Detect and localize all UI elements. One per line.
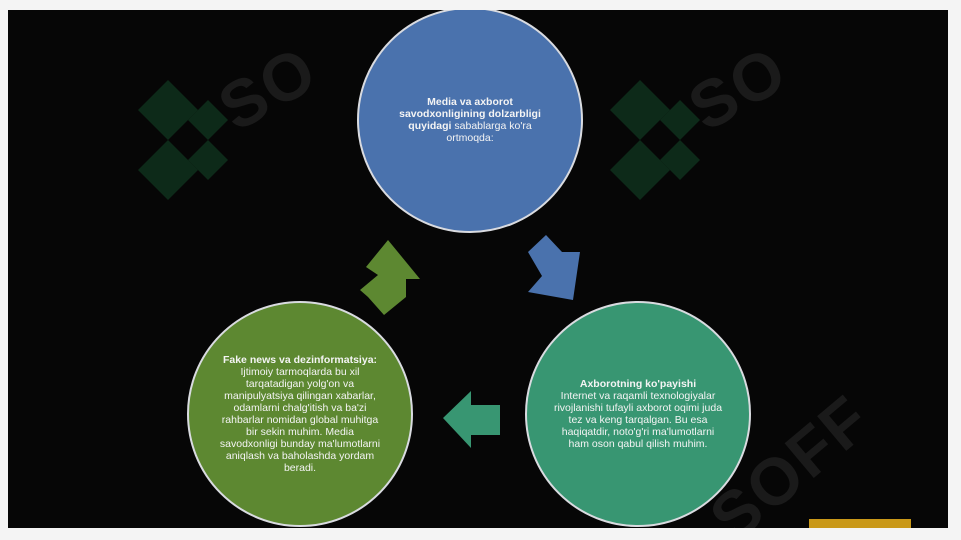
node-right-bold: Axborotning ko'payishi (579, 378, 697, 390)
watermark-logo-icon (138, 80, 228, 200)
node-top: Media va axborot savodxonligining dolzar… (357, 10, 583, 233)
node-top-bold: Media va axborot savodxonligining dolzar… (399, 96, 541, 132)
node-right: Axborotning ko'payishi Internet va raqam… (525, 301, 751, 527)
arrow-to-left-icon (443, 391, 500, 448)
bottom-strip (0, 528, 961, 540)
node-left: Fake news va dezinformatsiya: Ijtimoiy t… (187, 301, 413, 527)
node-left-bold: Fake news va dezinformatsiya: (222, 354, 378, 366)
arrow-to-right-icon (528, 235, 580, 300)
accent-box (809, 519, 911, 528)
slide: SO SO SOFF Media va axborot savodxonligi… (8, 10, 948, 528)
node-left-text: Ijtimoiy tarmoqlarda bu xil tarqatadigan… (219, 366, 381, 474)
node-top-text: sabablarga ko'ra ortmoqda: (446, 120, 532, 144)
watermark-logo-icon (610, 80, 700, 200)
arrow-to-top-icon (360, 240, 420, 315)
node-right-text: Internet va raqamli texnologiyalar rivoj… (553, 390, 723, 450)
